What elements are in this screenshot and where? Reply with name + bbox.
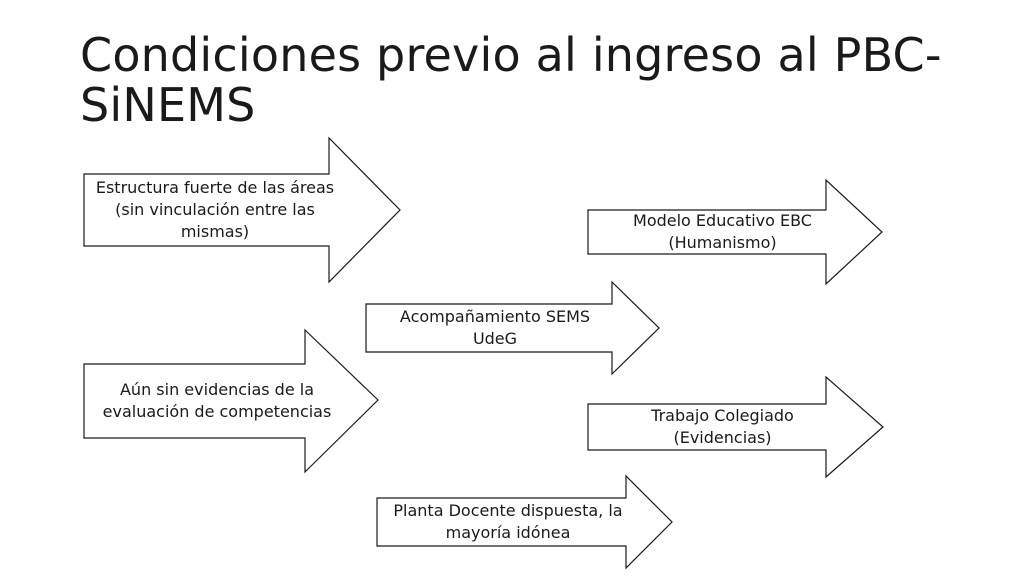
arrow-label-modelo: Modelo Educativo EBC (Humanismo) <box>633 211 812 252</box>
arrow-label-estructura: Estructura fuerte de las áreas (sin vinc… <box>95 178 335 241</box>
arrow-shape-trabajo <box>587 375 884 479</box>
arrow-shape-estructura <box>83 136 401 284</box>
slide-title-line-1: Condiciones previo al ingreso al PBC- <box>80 28 942 82</box>
slide-title: Condiciones previo al ingreso al PBC- Si… <box>80 30 980 130</box>
arrow-label-trabajo: Trabajo Colegiado (Evidencias) <box>651 406 794 447</box>
arrow-label-evidencias: Aún sin evidencias de la evaluación de c… <box>102 380 332 421</box>
arrow-shape-modelo <box>587 178 883 286</box>
arrow-shape-acompanamiento <box>365 280 660 376</box>
arrow-label-acompanamiento: Acompañamiento SEMS UdeG <box>399 307 591 348</box>
arrow-label-planta: Planta Docente dispuesta, la mayoría idó… <box>393 501 623 542</box>
arrow-shape-evidencias <box>83 328 379 474</box>
arrow-shape-planta <box>376 474 673 570</box>
slide-title-line-2: SiNEMS <box>80 78 256 132</box>
